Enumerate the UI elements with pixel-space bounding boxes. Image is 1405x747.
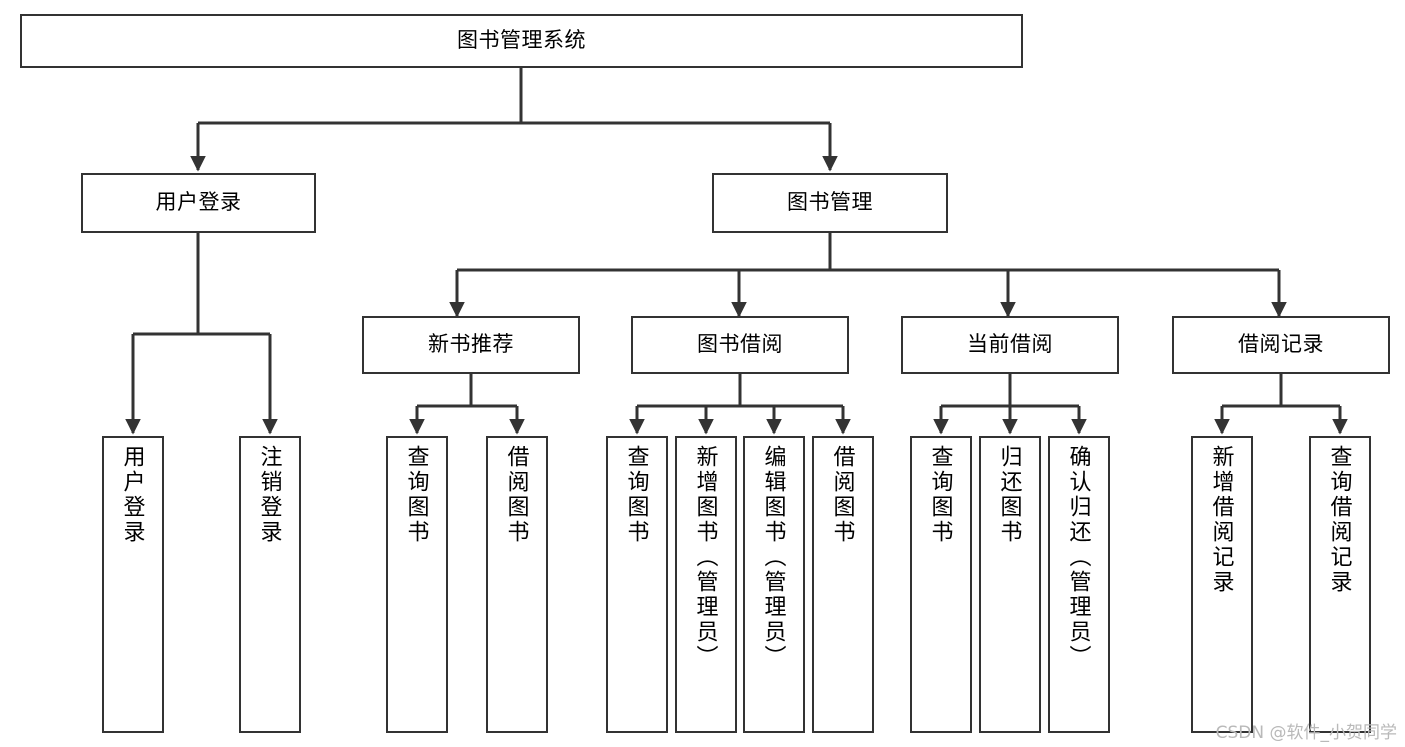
node-label: 新增借阅记录 xyxy=(1209,445,1235,595)
node-label: 归还图书 xyxy=(997,445,1023,545)
leaf-book-borrow-add-book-admin[interactable]: 新增图书（管理员） xyxy=(675,436,737,733)
node-label: 图书借阅 xyxy=(697,333,783,357)
node-label: 借阅记录 xyxy=(1238,333,1324,357)
node-label: 图书管理系统 xyxy=(457,29,586,53)
node-label: 当前借阅 xyxy=(967,333,1053,357)
node-root-book-management-system[interactable]: 图书管理系统 xyxy=(20,14,1023,68)
node-label: 确认归还（管理员） xyxy=(1066,445,1092,670)
leaf-new-book-query-book[interactable]: 查询图书 xyxy=(386,436,448,733)
node-label: 图书管理 xyxy=(787,191,873,215)
node-label: 借阅图书 xyxy=(504,445,530,545)
leaf-current-borrow-query-book[interactable]: 查询图书 xyxy=(910,436,972,733)
node-current-borrowing[interactable]: 当前借阅 xyxy=(901,316,1119,374)
node-label: 新书推荐 xyxy=(428,333,514,357)
node-label: 查询图书 xyxy=(624,445,650,545)
node-borrowing-record[interactable]: 借阅记录 xyxy=(1172,316,1390,374)
watermark-csdn: CSDN @软件_小贺同学 xyxy=(1215,723,1397,743)
node-book-management[interactable]: 图书管理 xyxy=(712,173,948,233)
node-user-login[interactable]: 用户登录 xyxy=(81,173,316,233)
node-label: 用户登录 xyxy=(155,191,242,215)
node-label: 新增图书（管理员） xyxy=(693,445,719,670)
node-label: 注销登录 xyxy=(257,445,283,545)
leaf-book-borrow-edit-book-admin[interactable]: 编辑图书（管理员） xyxy=(743,436,805,733)
leaf-user-login-login[interactable]: 用户登录 xyxy=(102,436,164,733)
node-label: 查询图书 xyxy=(928,445,954,545)
node-label: 编辑图书（管理员） xyxy=(761,445,787,670)
node-book-borrowing[interactable]: 图书借阅 xyxy=(631,316,849,374)
node-label: 用户登录 xyxy=(120,445,146,545)
leaf-current-borrow-return-book[interactable]: 归还图书 xyxy=(979,436,1041,733)
leaf-new-book-borrow-book[interactable]: 借阅图书 xyxy=(486,436,548,733)
node-new-book-recommendation[interactable]: 新书推荐 xyxy=(362,316,580,374)
node-label: 查询借阅记录 xyxy=(1327,445,1353,595)
leaf-book-borrow-query-book[interactable]: 查询图书 xyxy=(606,436,668,733)
node-label: 查询图书 xyxy=(404,445,430,545)
node-label: 借阅图书 xyxy=(830,445,856,545)
leaf-user-login-logout[interactable]: 注销登录 xyxy=(239,436,301,733)
leaf-borrow-record-add-record[interactable]: 新增借阅记录 xyxy=(1191,436,1253,733)
leaf-book-borrow-borrow-book[interactable]: 借阅图书 xyxy=(812,436,874,733)
leaf-borrow-record-query-record[interactable]: 查询借阅记录 xyxy=(1309,436,1371,733)
leaf-current-borrow-confirm-return-admin[interactable]: 确认归还（管理员） xyxy=(1048,436,1110,733)
